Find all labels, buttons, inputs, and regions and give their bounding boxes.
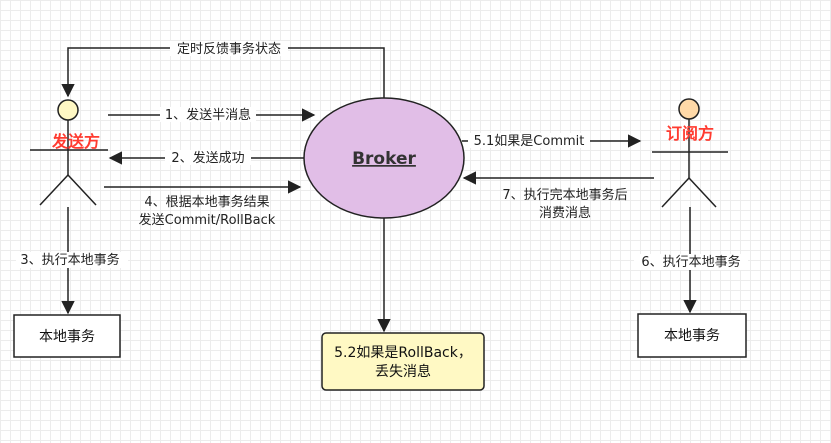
edge-exec-local-left-label: 3、执行本地事务 <box>20 252 119 268</box>
edge-exec-local-right-label: 6、执行本地事务 <box>641 254 740 270</box>
edge-consume-label-1: 7、执行完本地事务后 <box>502 187 627 203</box>
sender-actor: 发送方 <box>30 99 108 206</box>
edge-exec-local-right: 6、执行本地事务 <box>634 207 748 314</box>
subscriber-label: 订阅方 <box>666 124 714 143</box>
broker-label: Broker <box>352 149 416 169</box>
edge-if-commit-label: 5.1如果是Commit <box>474 133 585 149</box>
local-tx-left-box: 本地事务 <box>13 314 121 358</box>
edge-commit-rollback-label-1: 4、根据本地事务结果 <box>144 194 269 210</box>
broker-node: Broker <box>303 97 465 219</box>
edge-feedback: 定时反馈事务状态 <box>61 41 385 98</box>
edge-commit-rollback: 4、根据本地事务结果 发送Commit/RollBack <box>104 180 302 228</box>
local-tx-left-label: 本地事务 <box>39 329 95 345</box>
rollback-label-1: 5.2如果是RollBack， <box>334 345 472 361</box>
edge-send-success-label: 2、发送成功 <box>171 150 244 166</box>
edge-commit-rollback-label-2: 发送Commit/RollBack <box>139 212 276 228</box>
edge-consume-label-2: 消费消息 <box>539 205 591 221</box>
sender-label: 发送方 <box>51 132 100 151</box>
edge-feedback-label: 定时反馈事务状态 <box>177 41 281 57</box>
local-tx-right-label: 本地事务 <box>664 328 720 344</box>
subscriber-head-icon <box>678 98 700 120</box>
edge-send-success: 2、发送成功 <box>108 150 304 166</box>
edge-send-half: 1、发送半消息 <box>108 107 316 123</box>
rollback-label-2: 丢失消息 <box>375 363 431 380</box>
sender-head-icon <box>57 99 79 121</box>
edge-exec-local-left: 3、执行本地事务 <box>16 207 128 315</box>
subscriber-actor: 订阅方 <box>652 98 728 208</box>
edge-consume: 7、执行完本地事务后 消费消息 <box>462 171 654 221</box>
local-tx-right-box: 本地事务 <box>637 313 747 358</box>
edge-if-commit: 5.1如果是Commit <box>462 133 642 149</box>
rollback-box: 5.2如果是RollBack， 丢失消息 <box>321 332 485 391</box>
edge-send-half-label: 1、发送半消息 <box>165 107 251 123</box>
